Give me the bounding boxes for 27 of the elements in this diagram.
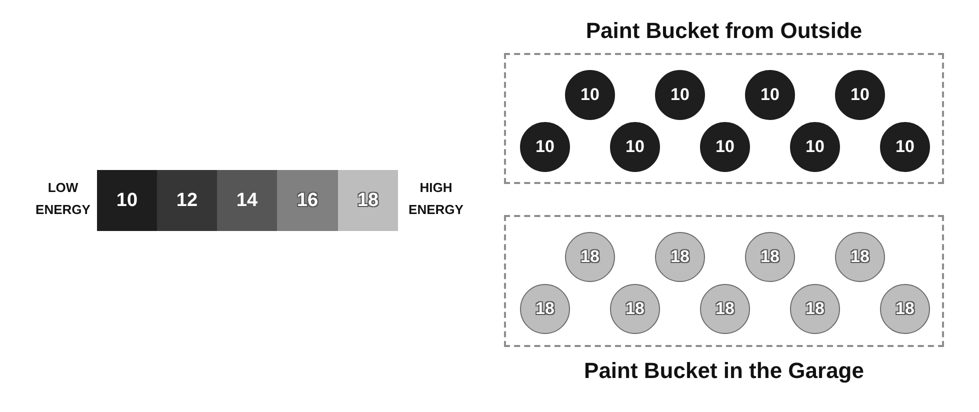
numbered-circle: 18 (700, 284, 750, 334)
numbered-circle: 10 (520, 122, 570, 172)
numbered-circle: 18 (610, 284, 660, 334)
scale-end-label: HIGH ENERGY (408, 179, 464, 219)
numbered-circle: 10 (655, 70, 705, 120)
numbered-circle: 10 (610, 122, 660, 172)
numbered-circle: 10 (790, 122, 840, 172)
numbered-circle: 18 (790, 284, 840, 334)
energy-scale-step: 18 (338, 170, 398, 231)
numbered-circle: 10 (565, 70, 615, 120)
group-heading: Paint Bucket from Outside (586, 18, 862, 44)
numbered-circle: 18 (880, 284, 930, 334)
energy-scale-step: 10 (97, 170, 157, 231)
group-heading: Paint Bucket in the Garage (584, 358, 864, 384)
numbered-circle: 10 (745, 70, 795, 120)
numbered-circle: 10 (700, 122, 750, 172)
numbered-circle: 10 (880, 122, 930, 172)
numbered-circle: 10 (835, 70, 885, 120)
numbered-circle: 18 (565, 232, 615, 282)
energy-scale-step: 14 (217, 170, 277, 231)
numbered-circle: 18 (745, 232, 795, 282)
energy-scale-step: 12 (157, 170, 217, 231)
numbered-circle: 18 (835, 232, 885, 282)
numbered-circle: 18 (655, 232, 705, 282)
numbered-circle: 18 (520, 284, 570, 334)
energy-scale-step: 16 (277, 170, 338, 231)
scale-end-label: LOW ENERGY (34, 179, 92, 219)
